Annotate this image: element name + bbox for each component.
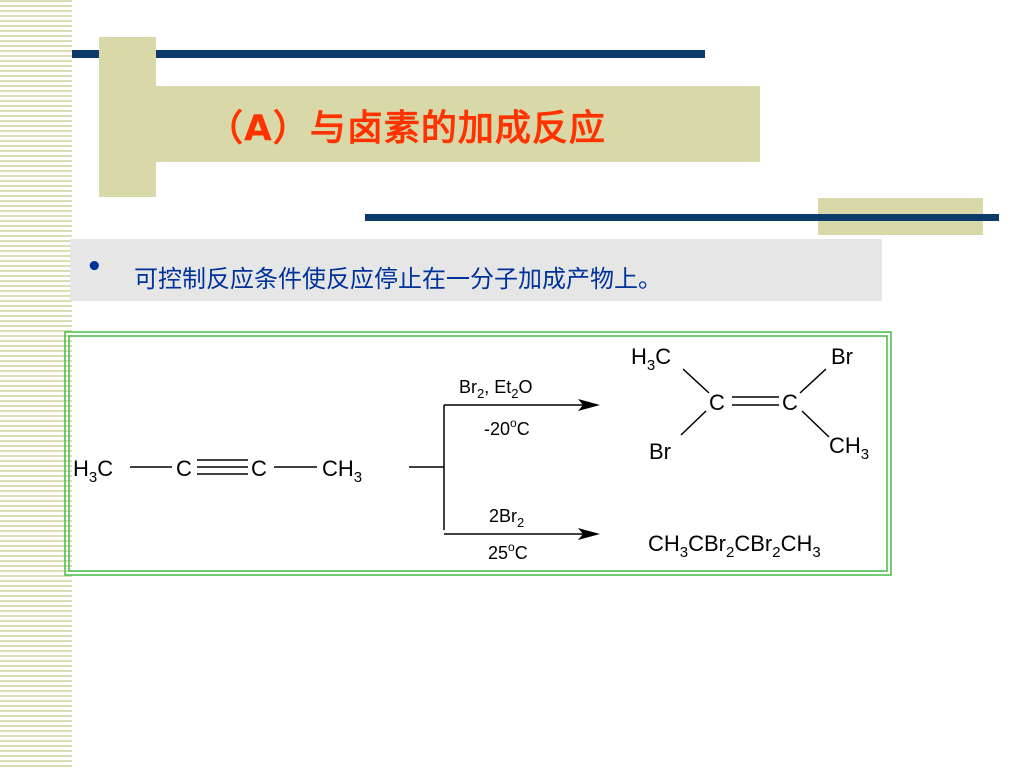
title-banner: [156, 86, 760, 162]
product-top-right-group: Br: [831, 344, 853, 369]
decorative-stripes: [0, 0, 72, 768]
reaction-scheme: H3C C C CH3 Br2, Et2O -20oC 2Br2 25oC H3…: [64, 331, 892, 576]
scheme-outer-border: [64, 331, 892, 576]
product-top-left-group: H3C: [631, 344, 671, 374]
top-rule: [72, 50, 705, 58]
upper-reaction-arrow: [444, 399, 600, 411]
upper-product-dibromobutene: H3C Br C C Br CH3: [631, 344, 869, 464]
lower-conditions: 25oC: [488, 540, 528, 563]
bond-top-left: [682, 368, 710, 394]
scheme-inner-border: [68, 335, 888, 572]
lower-reagents: 2Br2: [489, 506, 524, 530]
bond-top-right: [799, 368, 827, 394]
reactant-carbon-2: C: [251, 456, 267, 481]
reactant-right-group: CH3: [322, 456, 362, 486]
product-bottom-right-group: CH3: [829, 433, 869, 463]
reactant-carbon-1: C: [176, 456, 192, 481]
lower-product-tetrabromobutane: CH3CBr2CBr2CH3: [648, 531, 821, 561]
slide-title: （A）与卤素的加成反应: [207, 108, 606, 149]
title-accent-block: [99, 37, 156, 197]
lower-reaction-arrow: [444, 528, 600, 540]
upper-reagents: Br2, Et2O: [459, 377, 533, 401]
reactant-left-group: H3C: [73, 456, 113, 486]
bullet-text: 可控制反应条件使反应停止在一分子加成产物上。: [134, 265, 662, 293]
bullet-marker: •: [86, 252, 103, 282]
product-left-carbon: C: [709, 390, 725, 415]
mid-rule: [365, 214, 999, 221]
bond-bottom-left: [680, 410, 707, 436]
bullet-background: [70, 239, 882, 301]
upper-conditions: -20oC: [484, 416, 530, 439]
bond-bottom-right: [801, 410, 830, 438]
reactant-butyne: H3C C C CH3: [73, 456, 362, 486]
product-bottom-left-group: Br: [649, 439, 671, 464]
product-right-carbon: C: [782, 390, 798, 415]
